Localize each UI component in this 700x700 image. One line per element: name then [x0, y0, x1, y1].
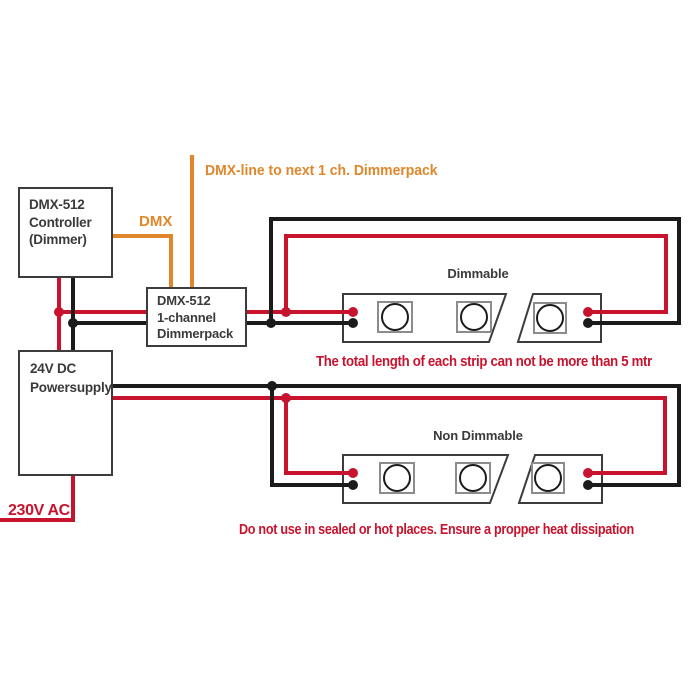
- led-lens: [381, 303, 409, 331]
- dmx-wire-controller-to-dimmerpack: [111, 234, 173, 290]
- non-dimmable-strip-label: Non Dimmable: [433, 428, 523, 443]
- junction-dot-red: [281, 307, 291, 317]
- led-lens: [460, 303, 488, 331]
- powersupply-label: 24V DC Powersupply: [30, 361, 112, 395]
- red-wire-psu-branch-to-strip: [284, 398, 355, 475]
- junction-dot-black: [267, 381, 277, 391]
- dmx-next-wire-label: DMX-line to next 1 ch. Dimmerpack: [205, 162, 438, 179]
- dimmerpack-label: DMX-512 1-channel Dimmerpack: [157, 293, 234, 341]
- junction-dot-black: [266, 318, 276, 328]
- strip-length-note: The total length of each strip can not b…: [316, 353, 652, 370]
- powersupply-box: [18, 350, 113, 476]
- controller-label: DMX-512 Controller (Dimmer): [29, 197, 92, 247]
- dmx-controller-box: [18, 187, 113, 278]
- dmx-wire-label: DMX: [139, 213, 173, 230]
- led-lens: [536, 304, 564, 332]
- junction-dot-red: [54, 307, 64, 317]
- red-wire-psu-bottom-loop: [111, 396, 667, 475]
- led-lens: [459, 464, 487, 492]
- black-wire-psu-bottom-loop: [111, 384, 681, 487]
- dimmable-strip-label: Dimmable: [447, 266, 509, 281]
- led-lens: [383, 464, 411, 492]
- black-wire-top-loop: [269, 217, 681, 325]
- red-wire-top-loop: [284, 234, 668, 314]
- red-wire-mains: [0, 475, 75, 522]
- terminal-dot-red: [348, 468, 358, 478]
- mains-voltage-label: 230V AC: [8, 502, 70, 519]
- terminal-dot-red: [348, 307, 358, 317]
- terminal-dot-red: [583, 468, 593, 478]
- led-lens: [534, 464, 562, 492]
- junction-dot-red: [281, 393, 291, 403]
- heat-dissipation-note: Do not use in sealed or hot places. Ensu…: [239, 521, 634, 538]
- junction-dot-black: [68, 318, 78, 328]
- terminal-dot-black: [583, 480, 593, 490]
- non-dimmable-strip: [342, 454, 603, 504]
- terminal-dot-black: [348, 480, 358, 490]
- terminal-dot-black: [348, 318, 358, 328]
- dimmable-strip: [342, 293, 602, 343]
- black-wire-psu-branch-to-strip: [270, 386, 355, 487]
- dimmerpack-box: [146, 287, 247, 347]
- terminal-dot-black: [583, 318, 593, 328]
- terminal-dot-red: [583, 307, 593, 317]
